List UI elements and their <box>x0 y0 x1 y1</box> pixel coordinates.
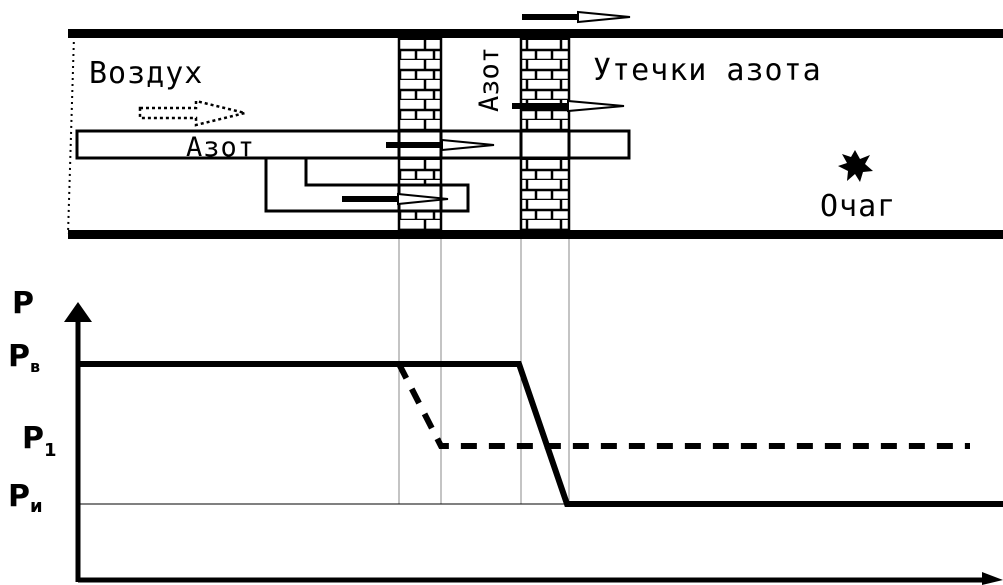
pressure-curve-solid <box>78 361 1003 507</box>
air-label: Воздух <box>89 56 203 91</box>
nitrogen-leaks-label: Утечки азота <box>593 53 822 88</box>
y-axis-label: P <box>12 286 34 321</box>
projection-lines <box>398 239 570 504</box>
fire-source-icon <box>838 150 873 182</box>
tunnel-left-boundary <box>67 35 75 235</box>
p-source-label: Pи <box>8 479 43 517</box>
y-axis-arrow <box>64 302 92 322</box>
tunnel-bottom-wall <box>68 230 1003 239</box>
x-axis-arrow <box>982 572 1003 585</box>
p-air-label: Pв <box>8 339 40 376</box>
pressure-curve-dashed <box>396 362 970 449</box>
nitrogen-chamber-label: Азот <box>474 47 505 112</box>
tunnel-top-wall <box>68 29 1003 38</box>
p1-label: P1 <box>22 421 57 461</box>
nitrogen-leak-arrow <box>512 99 625 113</box>
air-flow-arrow <box>138 99 246 127</box>
nitrogen-flow-arrow-branch <box>342 192 449 206</box>
nitrogen-flow-arrow-top <box>522 10 631 24</box>
nitrogen-pipe-label: Азот <box>186 132 255 163</box>
pipe-through-right-bulkhead <box>519 129 571 160</box>
nitrogen-flow-arrow-main <box>386 138 495 152</box>
fire-source-label: Очаг <box>820 189 896 224</box>
